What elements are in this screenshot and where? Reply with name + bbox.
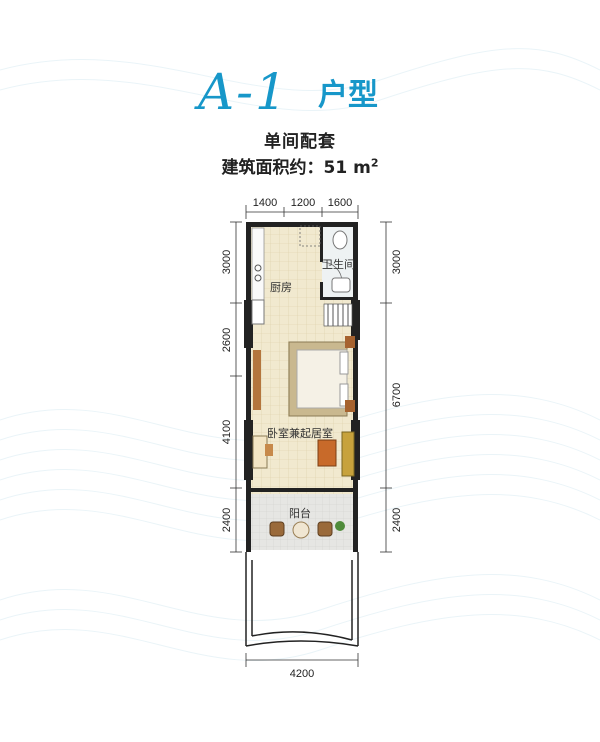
- desk-icon: [252, 435, 268, 469]
- bed-icon: [288, 336, 355, 417]
- dimension-top: 1400 1200 1600: [253, 197, 352, 209]
- toilet-icon: [332, 230, 348, 250]
- dim-right-3: 2400: [391, 508, 403, 532]
- dimension-right: 3000 6700 2400: [391, 250, 403, 532]
- stove-icon: [254, 264, 262, 272]
- walls: [244, 222, 360, 552]
- balcony-outline: [245, 552, 359, 647]
- dim-left-3: 4100: [221, 420, 233, 444]
- area-unit-sup: 2: [370, 156, 379, 170]
- dim-right-2: 6700: [391, 383, 403, 407]
- area-text: 建筑面积约：51 m2: [0, 153, 600, 178]
- dim-right-1: 3000: [391, 250, 403, 274]
- dim-left-1: 3000: [221, 250, 233, 274]
- dim-top-3: 1600: [328, 197, 352, 209]
- dim-top-2: 1200: [291, 197, 315, 209]
- coffee-table-icon: [317, 439, 337, 467]
- shelf-icon: [323, 303, 353, 327]
- basin-icon: [331, 277, 351, 293]
- sofa-icon: [341, 431, 355, 477]
- door-swing: [299, 225, 321, 247]
- dim-bottom: 4200: [290, 668, 314, 680]
- wardrobe-icon: [253, 350, 261, 410]
- dim-top-1: 1400: [253, 197, 277, 209]
- unit-kind: 单间配套: [264, 132, 336, 152]
- dim-left-4: 2400: [221, 508, 233, 532]
- kitchen-counter: [251, 227, 265, 307]
- balcony-chairs-icon: [269, 521, 345, 539]
- dimension-lines: [230, 205, 392, 667]
- room-bathroom: 卫生间: [322, 257, 355, 271]
- dimension-left: 3000 2600 4100 2400: [221, 250, 233, 532]
- plan-code: A-1: [198, 63, 289, 121]
- dim-left-2: 2600: [221, 328, 233, 352]
- chair-icon: [265, 444, 273, 456]
- room-kitchen: 厨房: [270, 281, 292, 294]
- room-balcony: 阳台: [289, 506, 311, 520]
- area-label: 建筑面积约：51 m: [221, 158, 371, 178]
- plan-type: 户型: [318, 78, 378, 113]
- room-bedroom: 卧室兼起居室: [267, 426, 333, 440]
- plan-title: A-1 户型: [0, 62, 600, 122]
- fridge-icon: [251, 299, 265, 325]
